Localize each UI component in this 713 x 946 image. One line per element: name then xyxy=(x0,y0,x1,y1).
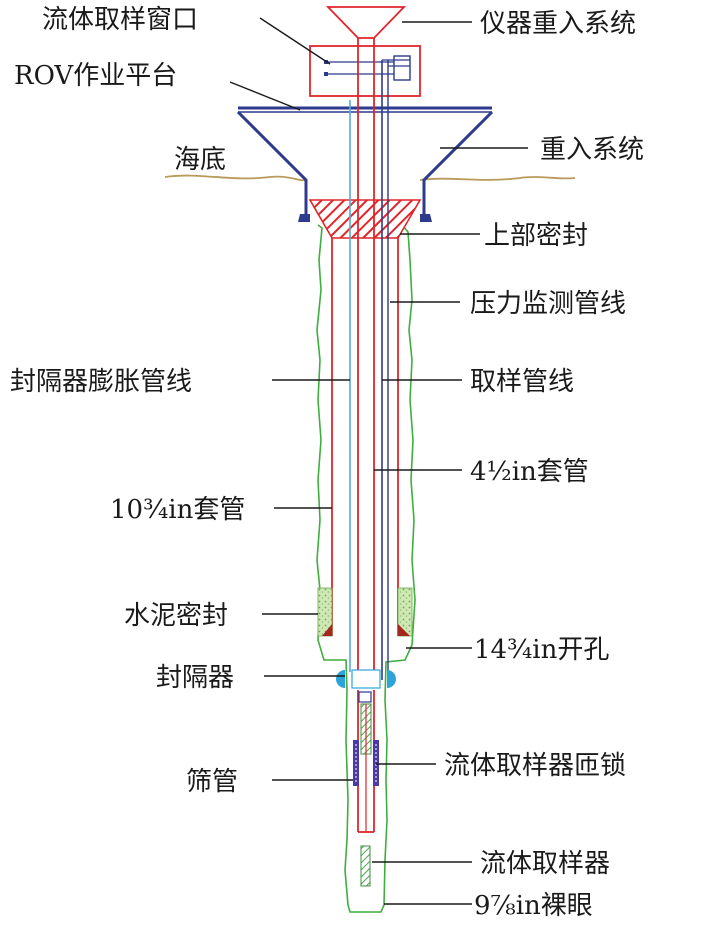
screen xyxy=(353,704,379,832)
window-gauge xyxy=(393,55,411,81)
label-reentry-system: 重入系统 xyxy=(540,135,644,165)
reentry-cone xyxy=(236,106,494,222)
label-hole-14-75: 14¾in开孔 xyxy=(474,635,609,665)
label-pressure-line: 压力监测管线 xyxy=(470,289,626,319)
label-open-hole-9-875: 9⅞in裸眼 xyxy=(474,891,593,921)
label-packer: 封隔器 xyxy=(156,663,234,693)
label-instrument-reentry: 仪器重入系统 xyxy=(480,9,636,39)
fluid-sampler xyxy=(360,845,371,887)
borehole-wall xyxy=(316,224,416,913)
leader-lines xyxy=(229,17,528,905)
label-cement-seal: 水泥密封 xyxy=(124,601,228,631)
label-screen: 筛管 xyxy=(186,767,238,797)
label-fluid-sampler-latch: 流体取样器匝锁 xyxy=(444,751,626,781)
label-casing-10-75: 10¾in套管 xyxy=(110,495,245,525)
sampler-latch-head xyxy=(358,691,372,703)
label-seafloor: 海底 xyxy=(174,145,226,175)
label-packer-inflation-line: 封隔器膨胀管线 xyxy=(10,367,192,397)
casing-10-75 xyxy=(331,238,399,636)
label-rov-platform: ROV作业平台 xyxy=(14,61,177,91)
label-fluid-sampler: 流体取样器 xyxy=(480,849,610,879)
packer xyxy=(336,669,396,689)
label-casing-4-5: 4½in套管 xyxy=(470,457,589,487)
label-upper-seal: 上部密封 xyxy=(484,221,588,251)
seafloor-line xyxy=(164,174,576,182)
label-sampling-line: 取样管线 xyxy=(470,367,574,397)
upper-seal xyxy=(308,199,422,239)
label-fluid-sampling-window: 流体取样窗口 xyxy=(42,5,198,35)
instrument-reentry-funnel xyxy=(325,6,407,39)
